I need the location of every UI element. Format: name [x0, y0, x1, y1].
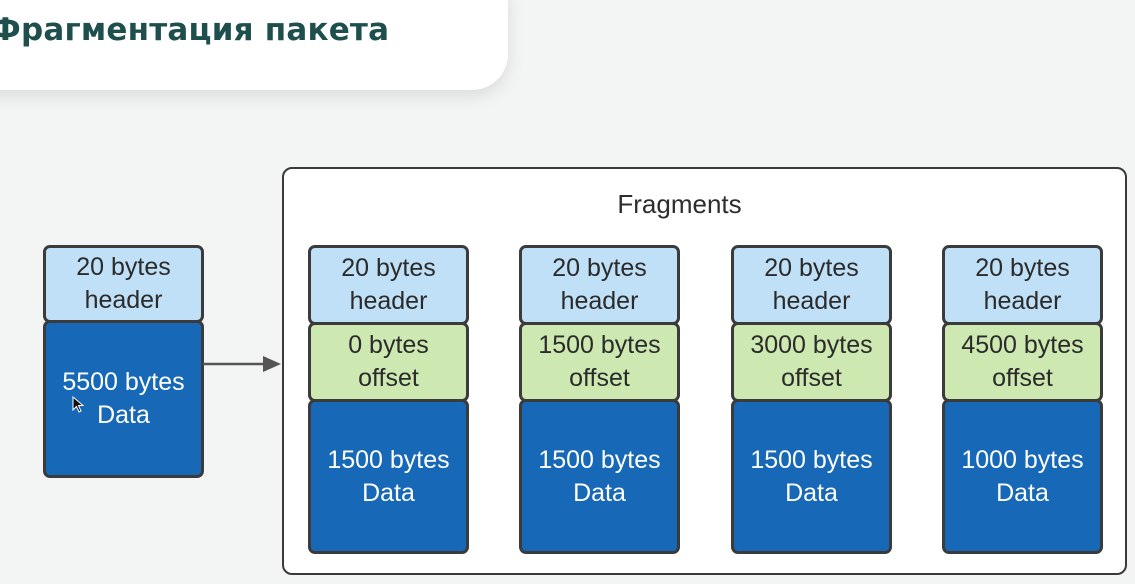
fragment-offset-block: 1500 bytes offset — [519, 322, 680, 402]
fragment-offset-line-2: offset — [781, 364, 842, 392]
original-data-block: 5500 bytes Data — [43, 320, 204, 478]
fragment-offset-line-2: offset — [569, 364, 630, 392]
fragment-offset-block: 3000 bytes offset — [731, 322, 892, 402]
original-data-line-2: Data — [97, 401, 150, 429]
arrow-right-icon — [203, 356, 281, 372]
fragment-header-line-1: 20 bytes — [764, 254, 859, 282]
fragment-data-line-2: Data — [996, 478, 1049, 507]
fragment-header-block: 20 bytes header — [519, 245, 680, 325]
fragment-data-block: 1000 bytes Data — [942, 399, 1103, 554]
fragment-offset-block: 4500 bytes offset — [942, 322, 1103, 402]
fragment-header-line-1: 20 bytes — [341, 254, 436, 282]
fragment-data-block: 1500 bytes Data — [519, 399, 680, 554]
original-header-block: 20 bytes header — [43, 245, 204, 323]
fragment-offset-line-1: 1500 bytes — [538, 331, 661, 359]
fragment-data-line-1: 1000 bytes — [961, 445, 1084, 474]
fragment-data-line-2: Data — [785, 478, 838, 507]
fragment-header-line-2: header — [560, 287, 639, 315]
fragment-data-line-1: 1500 bytes — [750, 445, 873, 474]
fragment-offset-line-1: 3000 bytes — [750, 331, 873, 359]
original-header-line-2: header — [84, 286, 163, 314]
fragment-offset-block: 0 bytes offset — [308, 322, 469, 402]
fragment-data-line-1: 1500 bytes — [327, 445, 450, 474]
fragment-header-line-2: header — [772, 287, 851, 315]
mouse-cursor-icon — [72, 396, 84, 413]
fragment-data-block: 1500 bytes Data — [308, 399, 469, 554]
original-data-line-1: 5500 bytes — [62, 368, 185, 396]
fragment-header-block: 20 bytes header — [308, 245, 469, 325]
fragment-data-line-2: Data — [362, 478, 415, 507]
fragments-label: Fragments — [617, 189, 742, 219]
fragment-offset-line-2: offset — [358, 364, 419, 392]
fragment-offset-line-1: 4500 bytes — [961, 331, 1084, 359]
fragment-offset-line-1: 0 bytes — [348, 331, 429, 359]
title-card: Фрагментация пакета — [0, 0, 508, 90]
original-header-line-1: 20 bytes — [76, 253, 171, 281]
fragment-offset-line-2: offset — [992, 364, 1053, 392]
fragment-header-line-2: header — [349, 287, 428, 315]
fragment-header-block: 20 bytes header — [731, 245, 892, 325]
fragment-header-line-2: header — [983, 287, 1062, 315]
fragment-data-line-2: Data — [573, 478, 626, 507]
fragment-data-line-1: 1500 bytes — [538, 445, 661, 474]
fragment-header-line-1: 20 bytes — [975, 254, 1070, 282]
fragment-header-block: 20 bytes header — [942, 245, 1103, 325]
page-title: Фрагментация пакета — [0, 12, 390, 48]
fragment-data-block: 1500 bytes Data — [731, 399, 892, 554]
fragment-header-line-1: 20 bytes — [552, 254, 647, 282]
